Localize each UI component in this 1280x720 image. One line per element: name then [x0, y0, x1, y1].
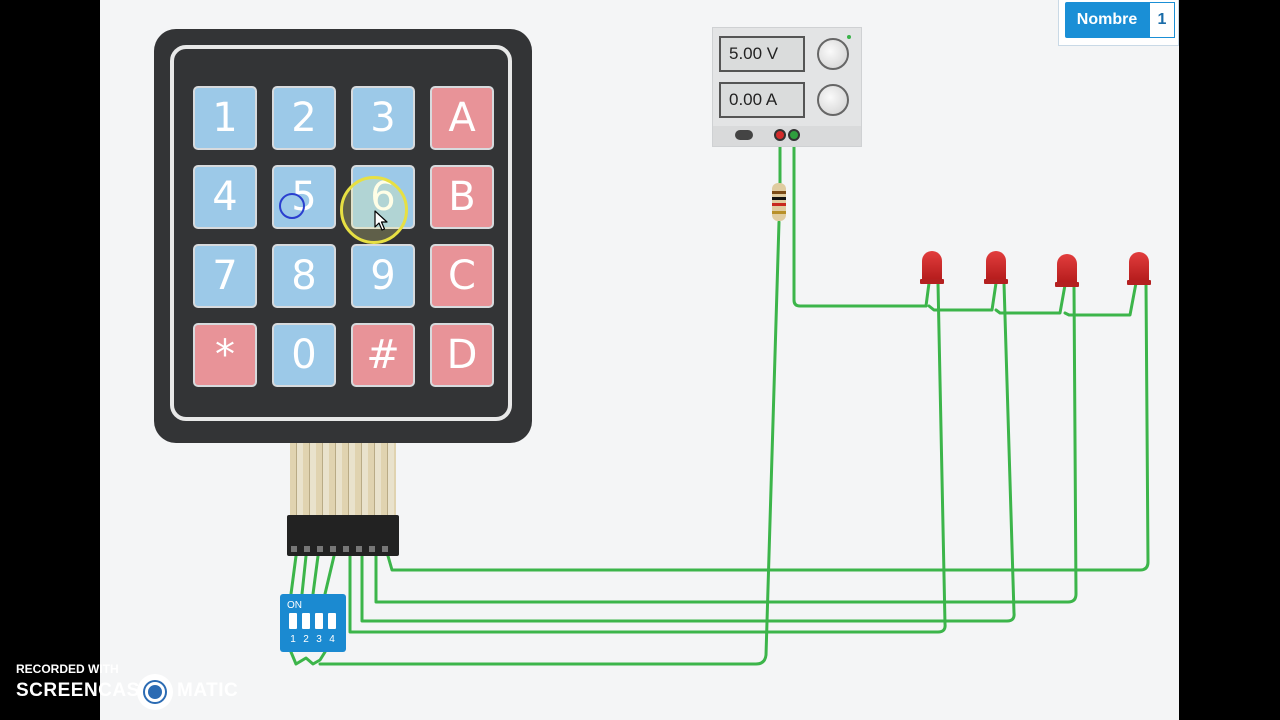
led-red-3[interactable]: [1055, 254, 1079, 287]
keypad-border: [170, 45, 512, 421]
dip-switch-number: 3: [316, 634, 322, 645]
keypad-key[interactable]: #: [351, 323, 415, 387]
pin-header-pins: [291, 546, 395, 552]
dip-switch[interactable]: ON 1 2 3 4: [280, 594, 346, 652]
watermark-brand-right: MATIC: [177, 680, 239, 701]
led-red-2[interactable]: [984, 251, 1008, 284]
keypad-key[interactable]: B: [430, 165, 494, 229]
wire-dip-bottom: [289, 650, 327, 666]
dip-switch-lever-2[interactable]: [302, 613, 310, 629]
dip-switch-on-label: ON: [287, 600, 302, 611]
voltage-knob[interactable]: [817, 38, 849, 70]
screencast-o-matic-logo-icon: [137, 674, 173, 710]
keypad-key[interactable]: 7: [193, 244, 257, 308]
keypad-key[interactable]: *: [193, 323, 257, 387]
keypad-key[interactable]: 3: [351, 86, 415, 150]
keypad-key[interactable]: 8: [272, 244, 336, 308]
wire-led-1: [348, 281, 947, 634]
resistor-band: [772, 203, 786, 206]
click-indicator: [279, 193, 305, 219]
watermark-brand-left: SCREENCAST: [16, 680, 152, 701]
resistor-band: [772, 197, 786, 200]
keypad-ribbon-cable: [290, 443, 396, 518]
negative-terminal[interactable]: [788, 129, 800, 141]
current-knob[interactable]: [817, 84, 849, 116]
wire-psu-negative: [792, 138, 931, 308]
nombre-panel: Nombre 1: [1058, 0, 1179, 46]
dip-switch-number: 1: [290, 634, 296, 645]
led-red-4[interactable]: [1127, 252, 1151, 285]
led-red-1[interactable]: [920, 251, 944, 284]
dip-switch-lever-3[interactable]: [315, 613, 323, 629]
cursor-highlight: [340, 176, 408, 244]
resistor-band: [772, 211, 786, 214]
dip-switch-number: 2: [303, 634, 309, 645]
keypad-key[interactable]: 2: [272, 86, 336, 150]
watermark-recorded-text: RECORDED WITH: [16, 662, 119, 676]
dip-switch-lever-1[interactable]: [289, 613, 297, 629]
nombre-value-input[interactable]: 1: [1149, 2, 1175, 38]
wire-led-3: [374, 284, 1078, 604]
keypad-key[interactable]: A: [430, 86, 494, 150]
current-display: 0.00 A: [719, 82, 805, 118]
keypad-key[interactable]: 9: [351, 244, 415, 308]
wire-led-4: [386, 281, 1150, 572]
power-switch[interactable]: [735, 130, 753, 140]
keypad-key[interactable]: 1: [193, 86, 257, 150]
dip-switch-lever-4[interactable]: [328, 613, 336, 629]
keypad-key[interactable]: 0: [272, 323, 336, 387]
wire-led-2: [360, 281, 1016, 623]
voltage-display: 5.00 V: [719, 36, 805, 72]
keypad-key[interactable]: C: [430, 244, 494, 308]
power-supply[interactable]: 5.00 V 0.00 A: [712, 27, 862, 147]
nombre-label: Nombre: [1065, 2, 1149, 38]
power-led-icon: [847, 35, 851, 39]
keypad-key[interactable]: 4: [193, 165, 257, 229]
wire-led-ground-bus: [927, 281, 1138, 317]
wire-resistor-to-dip: [318, 220, 781, 666]
resistor[interactable]: [772, 183, 786, 221]
wire-header-to-dip: [289, 554, 336, 596]
dip-switch-number: 4: [329, 634, 335, 645]
mouse-pointer-icon: [374, 210, 388, 231]
keypad-key[interactable]: D: [430, 323, 494, 387]
resistor-band: [772, 191, 786, 194]
positive-terminal[interactable]: [774, 129, 786, 141]
